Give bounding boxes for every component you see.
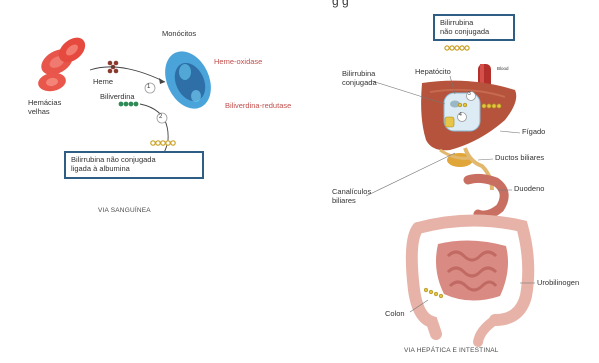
box-right-line2: não conjugada — [440, 27, 508, 36]
conjugated-bilirubin-icon — [445, 117, 454, 127]
label-duodeno: Duodeno — [514, 185, 544, 194]
label-hemacias: Hemácias velhas — [28, 99, 61, 116]
box-left-line2: ligada à albumina — [71, 164, 197, 173]
box-bilirrubina-nao-conjugada: Bilirrubina não conjugada — [433, 14, 515, 41]
label-urobilinogen: Urobilinogen — [537, 279, 579, 288]
label-heme-oxidase: Heme-oxidase — [214, 58, 262, 67]
biliverdin-beads-icon — [119, 102, 139, 107]
step-4-label: 4 — [459, 113, 462, 119]
step-2-label: 2 — [159, 114, 162, 121]
red-blood-cells — [37, 33, 90, 94]
step-1-label: 1 — [147, 84, 150, 91]
label-blood: Blood — [497, 66, 509, 71]
label-hepatocito: Hepatócito — [415, 68, 451, 77]
box-left-line1: Bilirrubina não conjugada — [71, 155, 197, 164]
cropped-top-text: g g — [332, 0, 349, 8]
label-biliverdina-redutase: Biliverdina-redutase — [225, 102, 291, 111]
label-via-sanguinea: VIA SANGUÍNEA — [98, 207, 151, 214]
urobilinogen-beads-icon — [424, 288, 443, 298]
label-canaliculos-line2: biliares — [332, 197, 371, 206]
label-via-hepatica-intestinal: VIA HEPÁTICA E INTESTINAL — [404, 347, 499, 354]
label-biliverdina: Biliverdina — [100, 93, 135, 102]
label-heme: Heme — [93, 78, 113, 87]
bilirubin-beads-left-icon — [151, 141, 175, 145]
label-figado: Fígado — [522, 128, 545, 137]
box-right-line1: Bilirrubina — [440, 18, 508, 27]
label-bilirrubina-conjugada: Bilirrubina conjugada — [342, 70, 377, 87]
step-3-label: 3 — [468, 92, 471, 98]
monocyte — [156, 44, 219, 116]
label-bili-conj-line2: conjugada — [342, 79, 377, 88]
label-monocitos: Monócitos — [162, 30, 196, 39]
duodenum — [468, 178, 504, 215]
box-bilirrubina-albumina: Bilirrubina não conjugada ligada à album… — [64, 151, 204, 179]
intestines — [412, 220, 529, 342]
label-colon: Colon — [385, 310, 405, 319]
bilirubin-beads-top-icon — [445, 46, 469, 50]
label-ductos-biliares: Ductos biliares — [495, 154, 544, 163]
label-canaliculos-biliares: Canalículos biliares — [332, 188, 371, 205]
label-hemacias-line2: velhas — [28, 108, 61, 117]
